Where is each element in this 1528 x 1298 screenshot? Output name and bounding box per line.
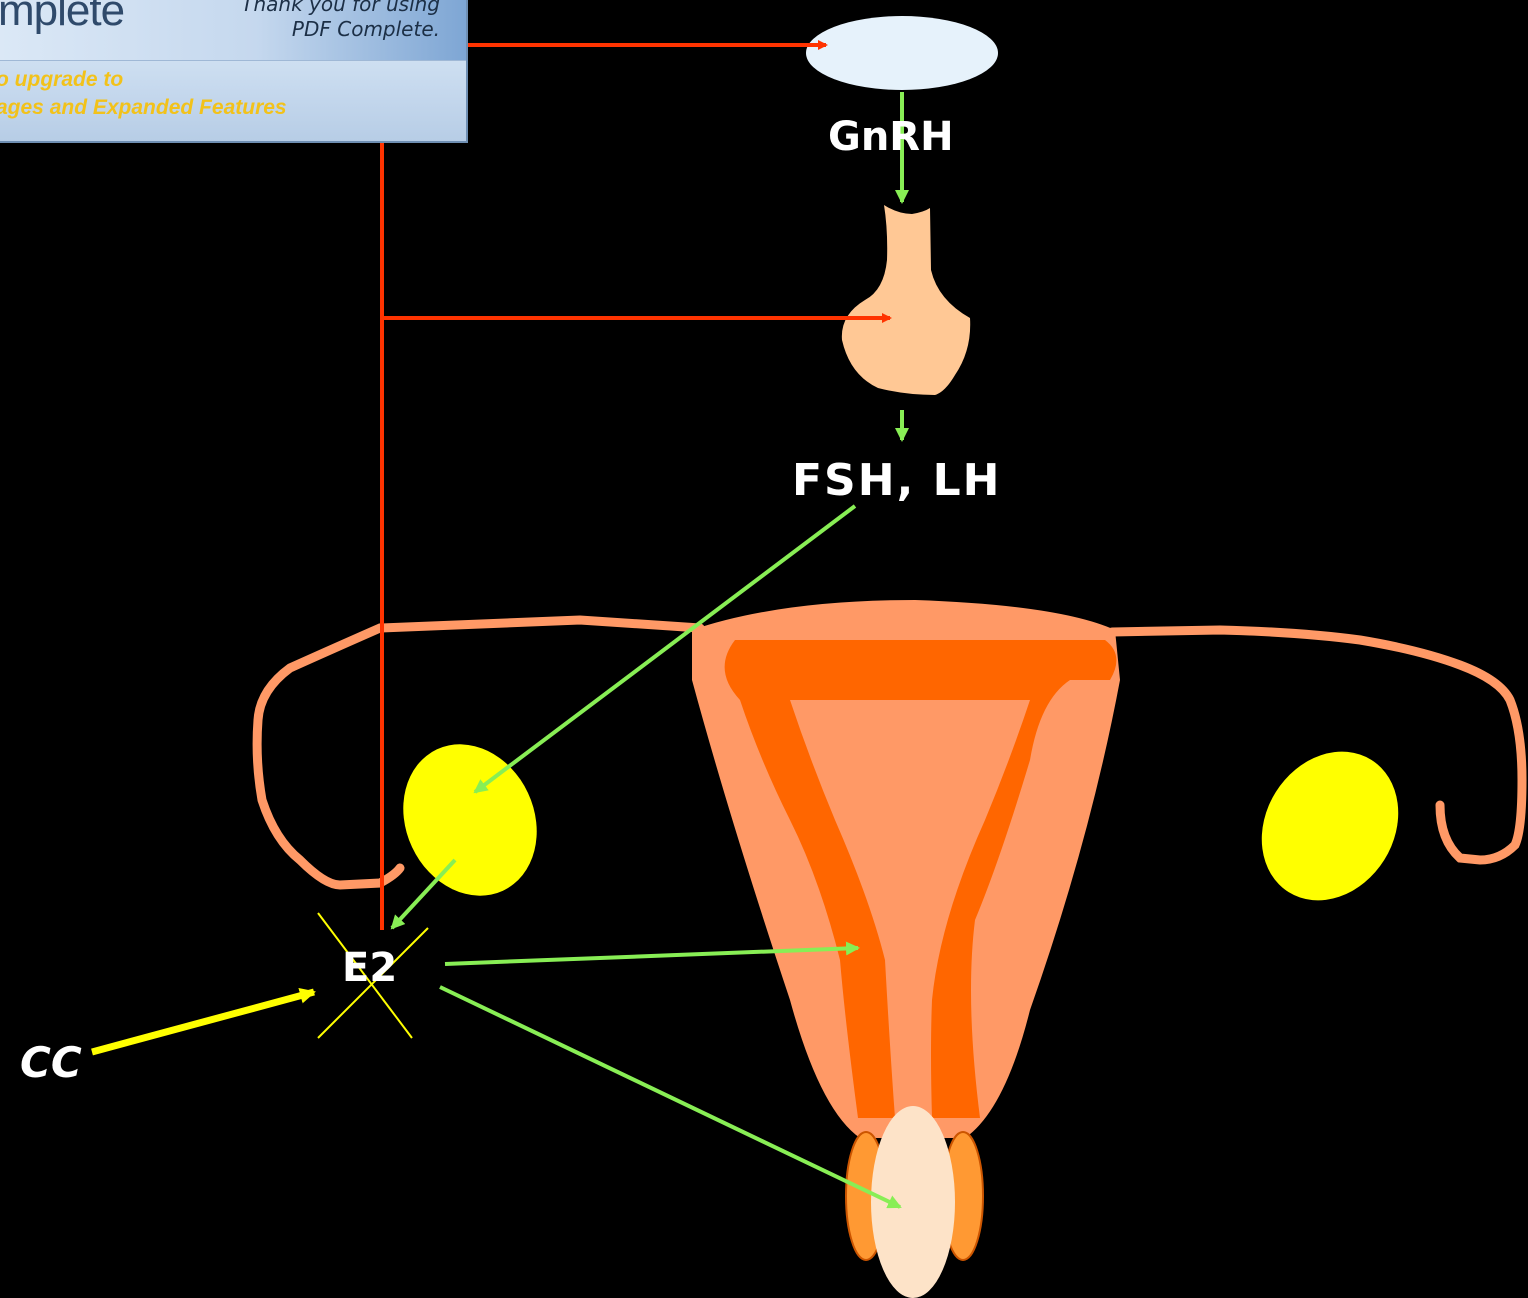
- uterus-cavity: [724, 640, 1117, 1118]
- banner-thanks-line-1: Thank you for using: [241, 0, 440, 16]
- banner-logo-text: mplete: [0, 0, 125, 35]
- banner-upgrade-line-1: o upgrade to: [0, 68, 124, 91]
- block-x-line-1: [317, 912, 413, 1039]
- banner-upgrade-line-2: ages and Expanded Features: [0, 96, 287, 119]
- pituitary-shape: [841, 205, 971, 395]
- fsh-to-ovary-arrow: [473, 504, 857, 794]
- pdf-complete-banner[interactable]: mplete Thank you for using PDF Complete.…: [0, 0, 468, 143]
- fallopian-tube-left: [252, 615, 705, 890]
- banner-thanks-text: Thank you for using PDF Complete.: [241, 0, 440, 42]
- banner-top-strip: [0, 0, 466, 61]
- ovary-right: [1261, 751, 1399, 901]
- e2-to-uterus-arrow: [444, 941, 860, 966]
- hypothalamus-shape: [806, 16, 998, 90]
- e2-to-cervix-arrow: [439, 985, 902, 1209]
- banner-upgrade-link[interactable]: o upgrade to ages and Expanded Features: [0, 66, 287, 122]
- ovary-to-e2-arrow: [390, 858, 457, 930]
- block-x-line-2: [317, 927, 429, 1039]
- fallopian-tube-right: [1107, 625, 1527, 865]
- ovary-left: [403, 744, 537, 896]
- banner-thanks-line-2: PDF Complete.: [291, 17, 440, 41]
- e2-label: E2: [342, 945, 398, 991]
- vagina-shape: [871, 1106, 955, 1298]
- cc-label: CC: [20, 1038, 82, 1087]
- fsh-lh-label: FSH, LH: [792, 455, 1002, 506]
- cc-arrow: [91, 987, 316, 1056]
- gnrh-label: GnRH: [828, 114, 954, 160]
